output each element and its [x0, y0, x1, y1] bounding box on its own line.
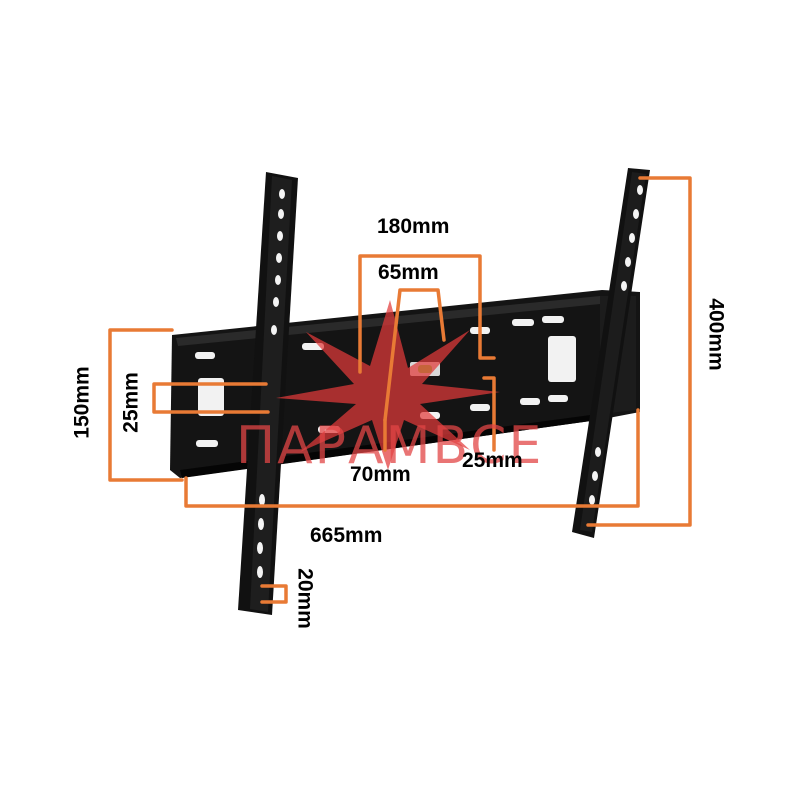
dim-label-20: 20mm — [293, 568, 317, 629]
dim-665-line — [184, 408, 640, 508]
dim-label-70: 70mm — [350, 463, 411, 486]
dim-25l-line — [152, 382, 270, 414]
watermark-text: ПАРАМВСЕ — [236, 416, 544, 476]
dim-150-line — [108, 328, 184, 482]
dim-label-25-right: 25mm — [462, 449, 523, 472]
dimension-lines — [108, 176, 692, 604]
dim-400-line — [586, 176, 692, 527]
dim-label-25-left: 25mm — [119, 372, 143, 433]
dim-label-150: 150mm — [70, 366, 94, 439]
dim-label-400: 400mm — [704, 298, 728, 371]
dim-label-180: 180mm — [377, 215, 450, 238]
dim-label-65: 65mm — [378, 261, 439, 284]
dim-label-665: 665mm — [310, 524, 383, 547]
right-arm — [572, 168, 650, 538]
dim-65-line — [383, 288, 446, 422]
dim-25r-line — [482, 376, 496, 452]
dim-20-line — [260, 584, 288, 604]
dim-180-line — [358, 254, 496, 374]
